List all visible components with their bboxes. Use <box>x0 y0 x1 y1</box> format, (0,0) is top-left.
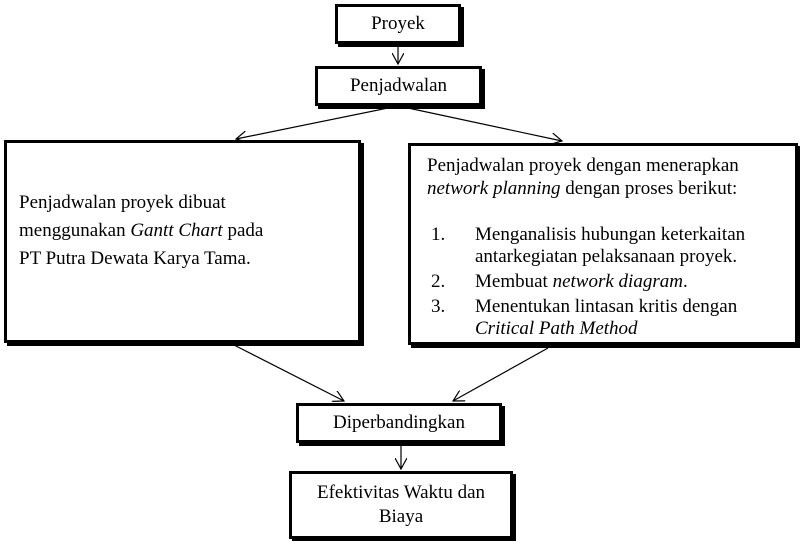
left-node-text: Penjadwalan proyek dibuat menggunakan Ga… <box>19 189 263 273</box>
arrow-penjadwalan-to-right <box>407 107 562 141</box>
right-node-intro: Penjadwalan proyek dengan menerapkan net… <box>427 154 739 200</box>
left-line-2-italic: Gantt Chart <box>130 220 223 241</box>
node-penjadwalan: Penjadwalan <box>315 66 482 106</box>
step-2-suffix: . <box>682 271 688 292</box>
right-line-2-suffix: dengan proses berikut: <box>560 178 738 199</box>
left-line-3: PT Putra Dewata Karya Tama. <box>19 248 251 269</box>
arrow-right-to-diperbandingkan <box>453 347 549 401</box>
node-penjadwalan-label: Penjadwalan <box>349 75 448 96</box>
step-2-prefix: Membuat <box>475 271 553 292</box>
step-3-line-1: Menentukan lintasan kritis dengan <box>475 296 738 317</box>
step-number: 1. <box>431 224 446 245</box>
node-gantt-chart-scheduling: Penjadwalan proyek dibuat menggunakan Ga… <box>4 140 361 343</box>
step-number: 2. <box>431 271 446 292</box>
step-2-italic: network diagram <box>552 271 683 292</box>
node-efektivitas: Efektivitas Waktu dan Biaya <box>289 471 513 539</box>
step-text: Membuat network diagram. <box>475 271 785 293</box>
arrow-penjadwalan-to-left <box>236 107 389 139</box>
node-network-planning-scheduling: Penjadwalan proyek dengan menerapkan net… <box>408 143 798 345</box>
arrow-left-to-diperbandingkan <box>233 344 344 401</box>
process-step: 2. Membuat network diagram. <box>431 271 785 293</box>
step-3-italic: Critical Path Method <box>475 318 638 339</box>
node-diperbandingkan: Diperbandingkan <box>296 403 502 443</box>
node-diperbandingkan-label: Diperbandingkan <box>333 412 465 433</box>
right-line-2-italic: network planning <box>427 178 561 199</box>
left-line-2-suffix: pada <box>222 220 264 241</box>
node-proyek: Proyek <box>335 4 461 44</box>
right-line-2: network planning dengan proses berikut: <box>427 177 739 200</box>
process-steps-list: 1. Menganalisis hubungan keterkaitan ant… <box>431 224 785 340</box>
step-text: Menganalisis hubungan keterkaitan antark… <box>475 224 746 267</box>
node-efektivitas-label: Efektivitas Waktu dan Biaya <box>316 482 486 527</box>
process-step: 1. Menganalisis hubungan keterkaitan ant… <box>431 224 785 268</box>
node-proyek-label: Proyek <box>371 13 425 34</box>
left-line-2: menggunakan Gantt Chart pada <box>19 217 263 245</box>
left-line-2-prefix: menggunakan <box>19 220 131 241</box>
right-line-1: Penjadwalan proyek dengan menerapkan <box>427 155 739 176</box>
step-number: 3. <box>431 296 446 317</box>
left-line-1: Penjadwalan proyek dibuat <box>19 192 226 213</box>
